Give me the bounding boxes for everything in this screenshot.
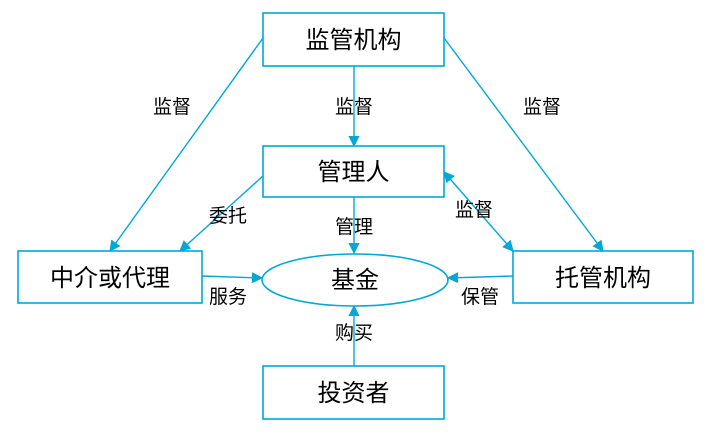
node-regulator-label: 监管机构 [306,26,402,54]
edge-label-intermediary-fund: 服务 [209,286,247,308]
edge-label-custodian-manager: 监督 [455,199,493,221]
edge-label-manager-intermediary: 委托 [209,205,247,227]
node-manager: 管理人 [262,145,445,198]
node-fund-label: 基金 [331,266,379,294]
node-intermediary: 中介或代理 [17,250,203,304]
node-regulator: 监管机构 [262,12,445,67]
node-fund: 基金 [261,253,449,307]
edge-label-investor-fund: 购买 [335,322,373,344]
edge-label-regulator-custodian: 监督 [523,96,561,118]
edge-label-manager-fund: 管理 [335,216,373,238]
edge-label-custodian-fund: 保管 [461,286,499,308]
edge-label-regulator-manager: 监督 [335,96,373,118]
edge-label-regulator-intermediary: 监督 [153,96,191,118]
node-manager-label: 管理人 [318,158,390,186]
node-investor: 投资者 [262,365,445,420]
node-intermediary-label: 中介或代理 [50,264,170,292]
edge-custodian-manager [443,171,514,252]
edge-custodian-fund [446,272,514,284]
edge-regulator-intermediary [109,37,264,252]
edge-regulator-custodian [443,37,604,252]
node-investor-label: 投资者 [318,379,390,407]
node-custodian: 托管机构 [512,250,694,304]
edge-intermediary-fund [201,272,264,284]
edge-manager-intermediary [179,175,264,252]
node-custodian-label: 托管机构 [555,264,651,292]
